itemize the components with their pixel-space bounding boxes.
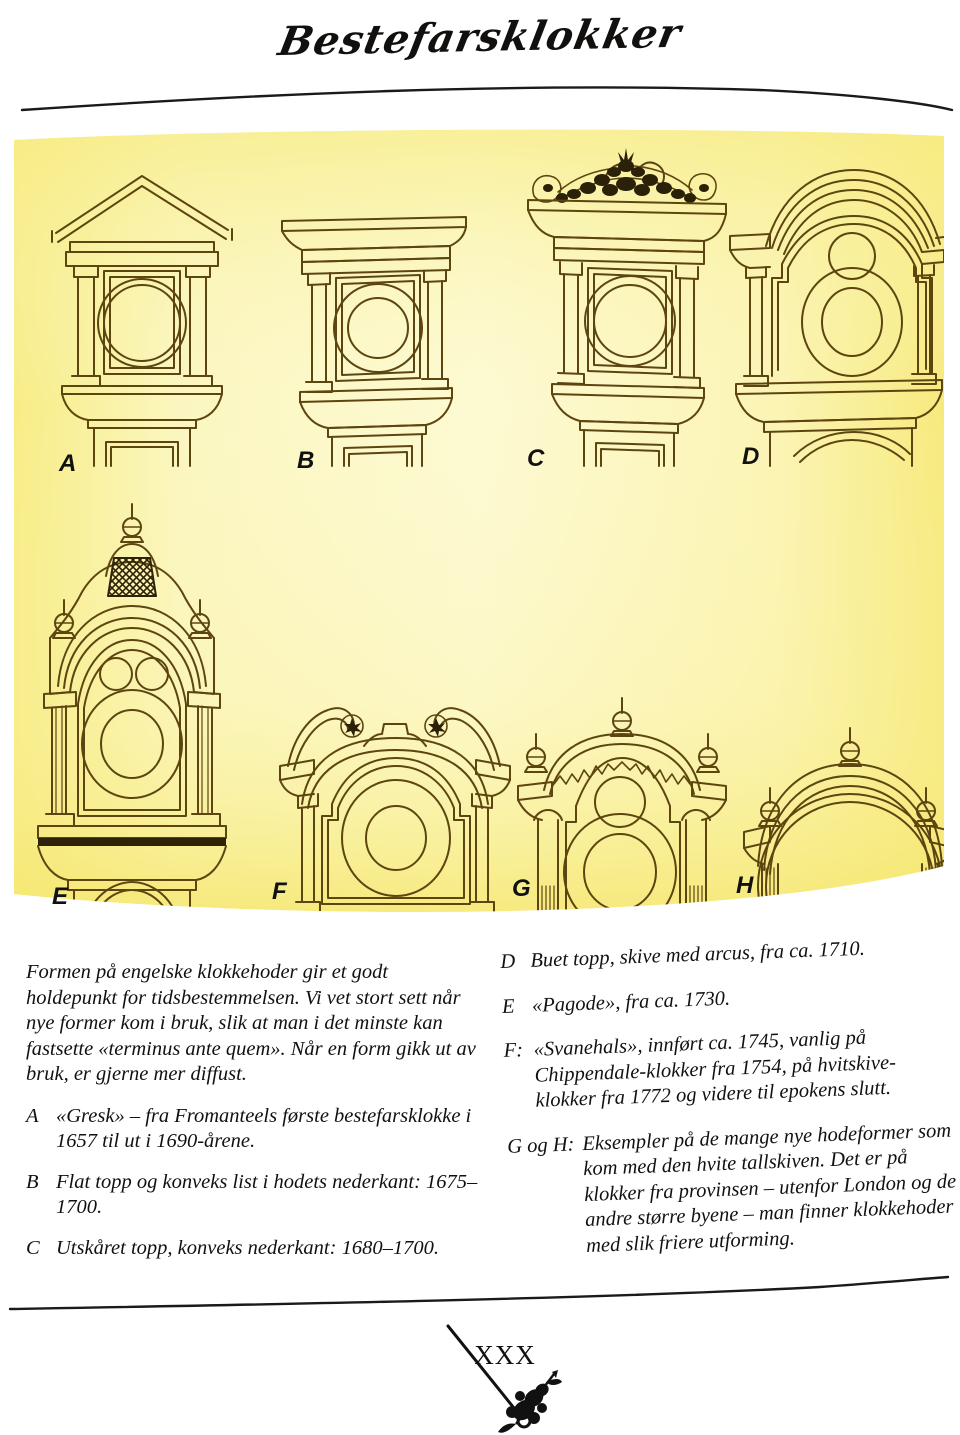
- clock-heads-diagram: A B C D E F G H: [14, 129, 944, 912]
- figure-label-d: D: [742, 443, 759, 470]
- figure-d-buet-topp: [729, 169, 944, 467]
- list-item-a-text: «Gresk» – fra Fromanteels første bestefa…: [56, 1104, 472, 1153]
- list-item-gh-text: Eksempler på de mange nye hodeformer som…: [581, 1119, 957, 1257]
- figure-label-g: G: [512, 875, 531, 902]
- figure-c-utskaret-topp: [527, 148, 727, 467]
- list-item-gh: G og H: Eksempler på de mange nye hodefo…: [507, 1118, 959, 1262]
- figure-label-f: F: [272, 878, 288, 905]
- page-number: XXX: [474, 1340, 536, 1370]
- intro-paragraph: Formen på engelske klokkehoder gir et go…: [26, 961, 476, 1085]
- list-item-d-text: Buet topp, skive med arcus, fra ca. 1710…: [530, 937, 866, 972]
- clock-head-illustration-plate: A B C D E F G H: [14, 126, 944, 926]
- figure-a-gresk: [51, 175, 233, 467]
- list-item-f: F: «Svanehals», innført ca. 1745, vanlig…: [503, 1023, 954, 1116]
- list-item-b-key: B: [26, 1170, 39, 1193]
- list-item-b: B Flat topp og konveks list i hodets ned…: [26, 1170, 478, 1221]
- clock-hand-ornament-icon: [446, 1324, 562, 1433]
- list-item-gh-key: G og H:: [506, 1132, 575, 1158]
- left-text-column: Formen på engelske klokkehoder gir et go…: [26, 960, 478, 1276]
- list-item-e-text: «Pagode», fra ca. 1730.: [531, 987, 731, 1017]
- figure-label-c: C: [527, 445, 545, 472]
- list-item-b-text: Flat topp og konveks list i hodets neder…: [56, 1170, 478, 1219]
- list-item-e: E «Pagode», fra ca. 1730.: [502, 978, 951, 1020]
- list-item-e-key: E: [501, 995, 515, 1018]
- figure-f-svanehals: [279, 707, 511, 912]
- list-item-d-key: D: [500, 950, 516, 973]
- figure-label-h: H: [736, 872, 754, 899]
- figure-e-pagode: [37, 503, 227, 912]
- list-item-a: A «Gresk» – fra Fromanteels første beste…: [26, 1104, 478, 1155]
- list-item-f-key: F:: [503, 1039, 524, 1062]
- list-item-f-text: «Svanehals», innført ca. 1745, vanlig på…: [533, 1026, 897, 1112]
- right-text-column: D Buet topp, skive med arcus, fra ca. 17…: [500, 934, 960, 1281]
- page-title: Bestefarsklokker: [274, 9, 686, 66]
- list-item-d: D Buet topp, skive med arcus, fra ca. 17…: [500, 934, 949, 976]
- list-item-c-text: Utskåret topp, konveks nederkant: 1680–1…: [56, 1236, 439, 1259]
- header-divider-rule: [20, 86, 954, 112]
- figure-label-a: A: [58, 450, 76, 477]
- figure-b-flat-topp: [281, 216, 467, 467]
- figure-label-e: E: [52, 883, 69, 910]
- list-item-c: C Utskåret topp, konveks nederkant: 1680…: [26, 1236, 478, 1262]
- list-item-a-key: A: [26, 1104, 39, 1127]
- footer-divider-rule: [8, 1275, 950, 1311]
- list-item-c-key: C: [26, 1236, 40, 1259]
- figure-g-provinsiell-bue: [517, 697, 727, 912]
- figure-label-b: B: [297, 447, 314, 474]
